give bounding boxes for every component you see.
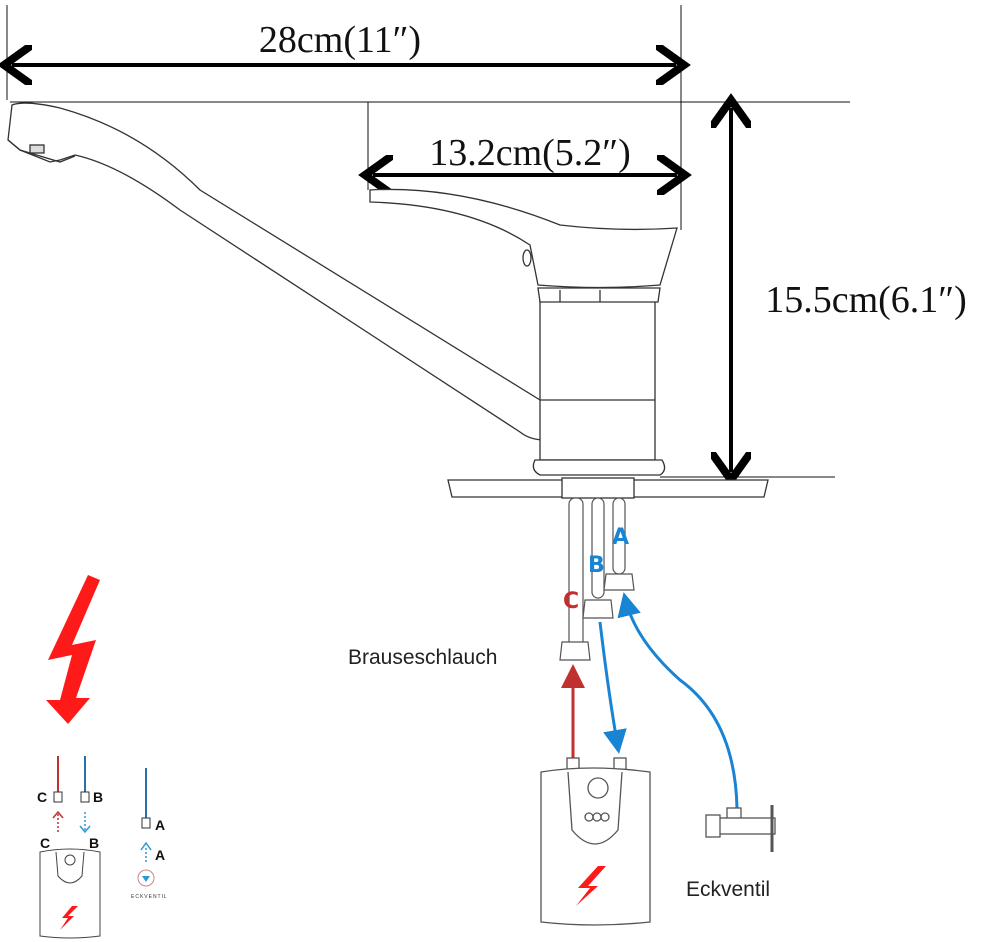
water-heater	[540, 757, 651, 926]
inset-diagram	[39, 756, 155, 939]
nut-A	[603, 573, 635, 591]
dimension-height: 15.5cm(6.1″)	[731, 108, 967, 472]
faucet-body	[539, 294, 656, 461]
inset-label-B-bottom: B	[89, 835, 99, 851]
inset-label-C-bottom: C	[40, 835, 50, 851]
inset-label-A-bottom: A	[155, 847, 165, 863]
lightning-warning-icon	[46, 575, 100, 724]
inset-label-B-top: B	[93, 789, 103, 805]
cold-hose-B	[598, 621, 627, 754]
label-A: A	[612, 525, 629, 550]
shower-hose-label: Brauseschlauch	[348, 646, 497, 669]
angle-valve-label: Eckventil	[686, 878, 770, 901]
label-C: C	[563, 589, 579, 614]
dimension-height-label: 15.5cm(6.1″)	[765, 279, 967, 321]
faucet-handle	[369, 188, 678, 289]
heater-lightning-icon	[576, 866, 606, 906]
dimension-overall-length: 28cm(11″)	[12, 19, 676, 65]
nut-C	[559, 641, 591, 661]
pipe-B	[591, 497, 605, 599]
countertop	[447, 477, 769, 499]
pipe-C	[568, 497, 584, 649]
inset-label-A-top: A	[155, 817, 165, 833]
dimension-handle-length: 13.2cm(5.2″)	[373, 132, 677, 175]
angle-valve	[705, 805, 776, 852]
faucet-illustration	[7, 102, 678, 476]
cold-hose-A	[617, 592, 739, 809]
reference-lines	[6, 5, 850, 478]
dimension-handle-label: 13.2cm(5.2″)	[429, 132, 631, 174]
inset-angle-valve-label: ECKVENTIL	[131, 894, 168, 900]
inset-label-C-top: C	[37, 789, 47, 805]
label-B: B	[588, 553, 605, 578]
supply-pipes	[559, 497, 635, 661]
dimension-overall-label: 28cm(11″)	[259, 19, 421, 61]
inset-lightning-icon	[60, 906, 78, 930]
nut-B	[582, 599, 614, 619]
hoses	[561, 592, 739, 809]
